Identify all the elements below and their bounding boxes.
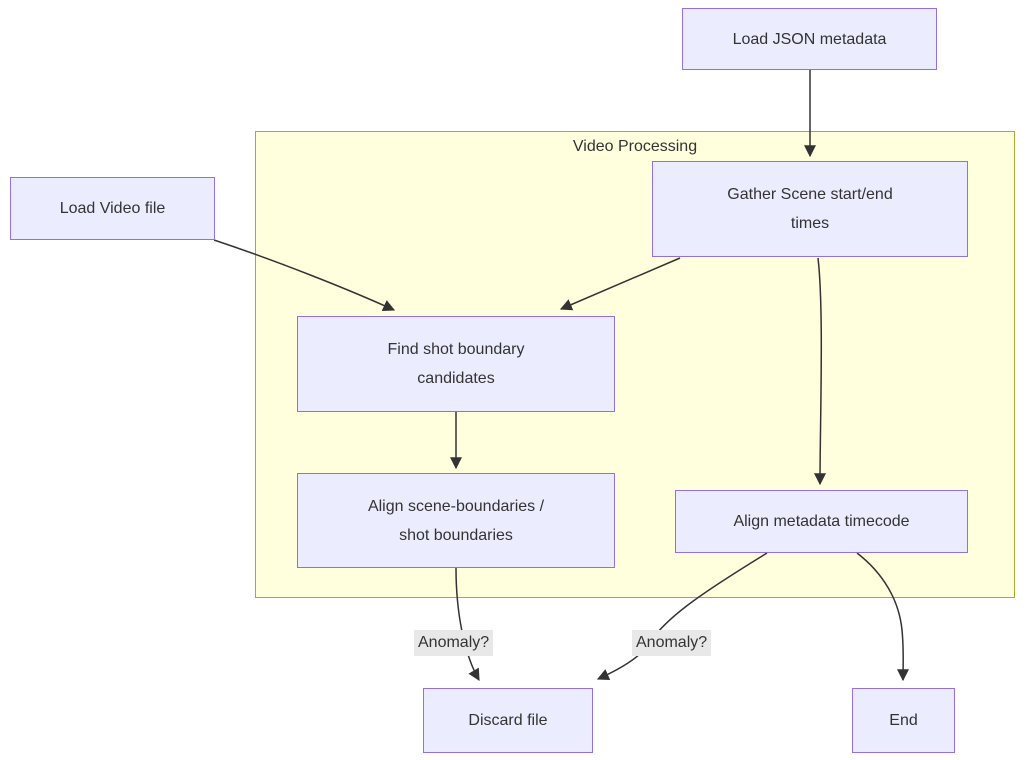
node-label: Gather Scene start/end bbox=[727, 186, 893, 203]
node-find-shot-boundary-candidates: Find shot boundary candidates bbox=[297, 316, 615, 412]
edge-gather-scene-to-align-meta bbox=[814, 257, 827, 486]
edge-label-anomaly-1: Anomaly? bbox=[414, 630, 494, 656]
edge-label-anomaly-2: Anomaly? bbox=[632, 630, 712, 656]
node-align-metadata-timecode: Align metadata timecode bbox=[675, 490, 968, 553]
node-label: End bbox=[889, 712, 918, 729]
node-label: candidates bbox=[417, 370, 495, 387]
edge-load-video-to-find-shot bbox=[213, 239, 396, 311]
edge-align-scene-to-discard bbox=[455, 567, 480, 682]
node-end: End bbox=[852, 688, 955, 753]
node-label: Discard file bbox=[468, 712, 548, 729]
edge-align-meta-to-discard bbox=[596, 552, 768, 681]
node-align-scene-shot-boundaries: Align scene-boundaries / shot boundaries bbox=[297, 473, 615, 568]
edge-gather-scene-to-find-shot bbox=[559, 257, 681, 311]
node-label: Align metadata timecode bbox=[733, 513, 910, 530]
node-label: shot boundaries bbox=[399, 526, 513, 544]
node-label: Load JSON metadata bbox=[732, 30, 887, 48]
edge-align-meta-to-end bbox=[856, 552, 910, 682]
node-label: times bbox=[790, 215, 830, 232]
node-load-video-file: Load Video file bbox=[10, 177, 215, 240]
subgraph-title: Video Processing bbox=[572, 138, 698, 155]
node-gather-scene-times: Gather Scene start/end times bbox=[652, 161, 968, 257]
node-discard-file: Discard file bbox=[423, 688, 593, 753]
node-label: Align scene-boundaries / bbox=[367, 497, 545, 515]
node-label: Load Video file bbox=[59, 200, 166, 217]
node-load-json-metadata: Load JSON metadata bbox=[682, 8, 937, 70]
node-label: Find shot boundary bbox=[387, 341, 525, 358]
